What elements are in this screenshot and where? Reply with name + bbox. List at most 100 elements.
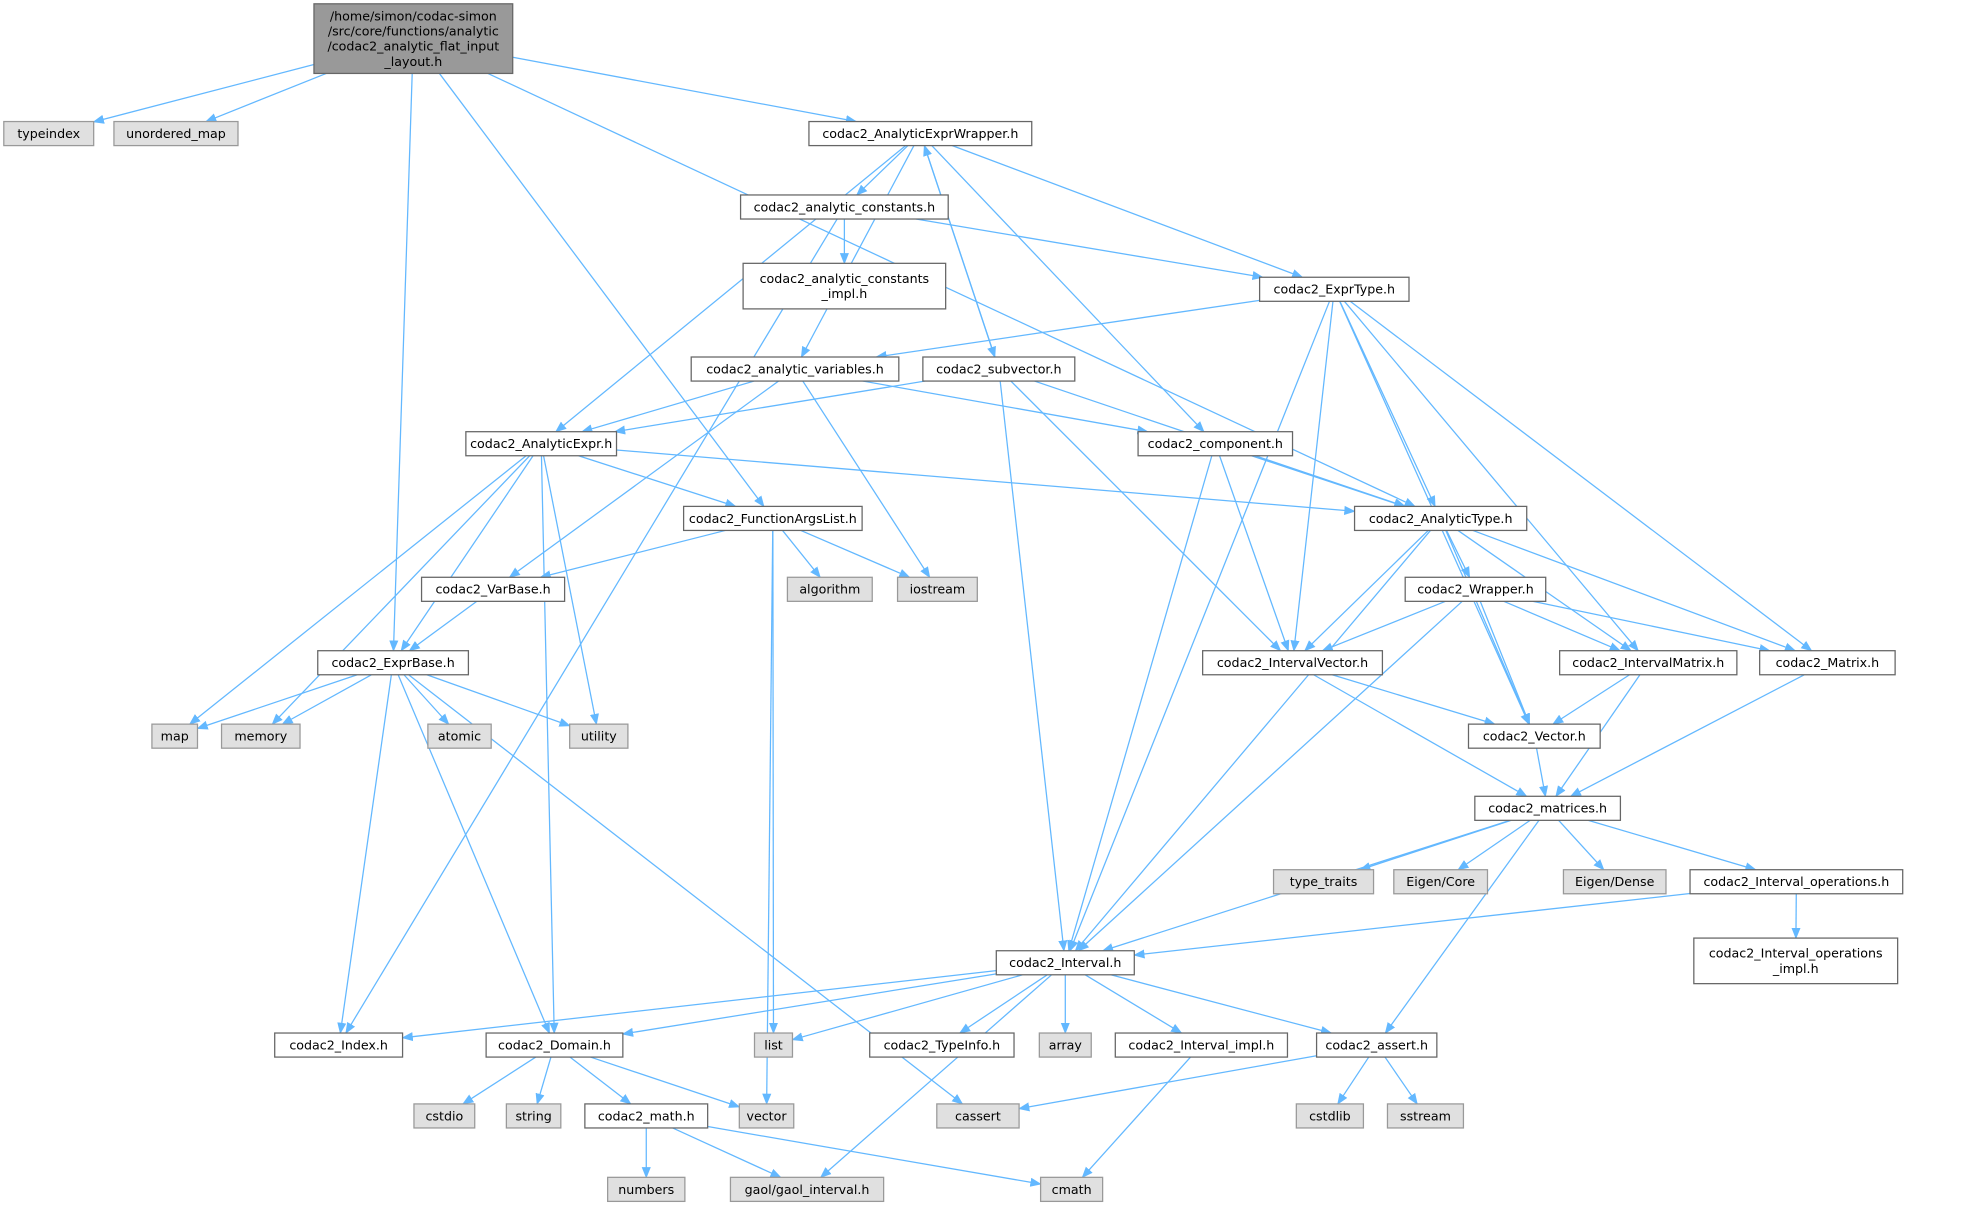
node-box	[584, 1103, 709, 1129]
node-interval_impl[interactable]: codac2_Interval_impl.h	[1114, 1032, 1289, 1058]
node-label: codac2_AnalyticType.h	[1369, 511, 1513, 526]
node-varbase[interactable]: codac2_VarBase.h	[420, 576, 566, 602]
edge-domain-to-string	[535, 1056, 552, 1106]
node-analyticexpr[interactable]: codac2_AnalyticExpr.h	[465, 431, 618, 457]
node-label: codac2_FunctionArgsList.h	[689, 511, 857, 526]
node-box	[485, 1032, 624, 1058]
node-label: codac2_IntervalVector.h	[1217, 655, 1368, 670]
edge-wrapper_expr-to-exprtype	[952, 145, 1304, 278]
edge-matrices-to-eigen_dense	[1558, 819, 1605, 871]
edge-math-to-cmath	[707, 1125, 1042, 1187]
node-label: string	[515, 1108, 551, 1123]
node-assert[interactable]: codac2_assert.h	[1315, 1032, 1438, 1058]
node-box	[427, 723, 492, 749]
node-label: codac2_TypeInfo.h	[884, 1037, 1001, 1052]
node-iops[interactable]: codac2_Interval_operations.h	[1689, 869, 1904, 895]
node-label: Eigen/Core	[1406, 874, 1475, 889]
node-box	[1759, 650, 1896, 676]
node-label: codac2_Interval_impl.h	[1128, 1037, 1274, 1052]
edge-exprtype-to-variables	[875, 299, 1260, 361]
edge-funcargs-to-vector	[762, 530, 774, 1106]
node-box	[1467, 723, 1601, 749]
node-label: utility	[581, 729, 617, 744]
node-typeinfo[interactable]: codac2_TypeInfo.h	[869, 1032, 1015, 1058]
node-box	[1386, 1103, 1465, 1129]
node-eigen_dense: Eigen/Dense	[1562, 869, 1667, 895]
node-matrices[interactable]: codac2_matrices.h	[1474, 795, 1622, 821]
edge-exprbase-to-map	[196, 674, 358, 730]
node-funcargs[interactable]: codac2_FunctionArgsList.h	[682, 505, 863, 532]
edge-exprbase-to-memory	[281, 674, 372, 725]
edge-root-to-wrapper_expr	[512, 56, 858, 125]
node-ivector[interactable]: codac2_IntervalVector.h	[1202, 650, 1384, 676]
node-label: gaol/gaol_interval.h	[745, 1182, 870, 1197]
node-box	[1272, 869, 1375, 895]
edge-matrix-to-matrices	[1569, 674, 1805, 797]
edge-wrapper-to-vector_h	[1479, 601, 1531, 726]
node-constants[interactable]: codac2_analytic_constants.h	[739, 194, 949, 220]
node-box	[682, 505, 863, 532]
edge-analytictype-to-vector_h	[1445, 530, 1530, 726]
node-box	[1393, 869, 1489, 895]
node-box	[1689, 869, 1904, 895]
node-wrapper_expr[interactable]: codac2_AnalyticExprWrapper.h	[808, 120, 1033, 147]
edge-analytictype-to-wrapper	[1445, 530, 1471, 579]
node-domain[interactable]: codac2_Domain.h	[485, 1032, 624, 1058]
node-exprtype[interactable]: codac2_ExprType.h	[1258, 276, 1410, 302]
edge-wrapper_expr-to-variables	[800, 145, 915, 359]
edge-subvector-to-ivector	[1010, 380, 1282, 652]
node-matrix[interactable]: codac2_Matrix.h	[1759, 650, 1896, 676]
edge-wrapper-to-ivector	[1321, 600, 1446, 652]
node-box	[690, 356, 900, 382]
edge-exprtype-to-interval	[1069, 301, 1331, 952]
node-wrapper[interactable]: codac2_Wrapper.h	[1404, 576, 1547, 602]
node-label: cmath	[1052, 1182, 1092, 1197]
node-label: codac2_Interval.h	[1009, 955, 1121, 970]
node-box	[896, 576, 978, 602]
node-label: _impl.h	[1772, 961, 1819, 976]
node-variables[interactable]: codac2_analytic_variables.h	[690, 356, 900, 382]
node-vector: vector	[738, 1103, 795, 1129]
edge-wrapper-to-interval	[1077, 600, 1463, 952]
node-analytictype[interactable]: codac2_AnalyticType.h	[1353, 505, 1528, 532]
node-box	[607, 1176, 686, 1203]
node-box	[995, 950, 1135, 976]
edge-subvector-to-analyticexpr	[613, 380, 926, 435]
node-constants_impl[interactable]: codac2_analytic_constants_impl.h	[742, 262, 947, 310]
node-sstream: sstream	[1386, 1103, 1465, 1129]
node-label: iostream	[910, 582, 966, 597]
node-label: codac2_Interval_operations	[1709, 946, 1883, 961]
edge-exprbase-to-atomic	[403, 674, 450, 725]
node-index[interactable]: codac2_Index.h	[274, 1032, 404, 1058]
node-box	[113, 120, 239, 147]
edge-interval-to-list	[791, 974, 1023, 1042]
node-label: /codac2_analytic_flat_input	[327, 39, 499, 54]
node-box	[1353, 505, 1528, 532]
node-eigen_core: Eigen/Core	[1393, 869, 1489, 895]
node-subvector[interactable]: codac2_subvector.h	[922, 356, 1076, 382]
node-math[interactable]: codac2_math.h	[584, 1103, 709, 1129]
node-unordered_map: unordered_map	[113, 120, 239, 147]
node-box	[1202, 650, 1384, 676]
node-root[interactable]: /home/simon/codac-simon/src/core/functio…	[313, 3, 514, 75]
edge-iops-to-interval	[1133, 892, 1691, 959]
node-interval[interactable]: codac2_Interval.h	[995, 950, 1135, 976]
node-iops_impl[interactable]: codac2_Interval_operations_impl.h	[1693, 937, 1899, 985]
node-label: codac2_AnalyticExprWrapper.h	[822, 126, 1018, 141]
node-exprbase[interactable]: codac2_ExprBase.h	[317, 650, 470, 676]
node-label: codac2_Domain.h	[498, 1037, 611, 1052]
node-label: codac2_Matrix.h	[1776, 655, 1880, 670]
node-label: cstdlib	[1309, 1108, 1351, 1123]
node-imatrix[interactable]: codac2_IntervalMatrix.h	[1559, 650, 1738, 676]
node-box	[569, 723, 629, 749]
node-label: /home/simon/codac-simon	[330, 8, 497, 23]
node-box	[1693, 937, 1899, 985]
edge-component-to-interval	[1067, 455, 1213, 952]
edge-wrapper-to-imatrix	[1503, 600, 1622, 652]
edge-analytictype-to-interval	[1074, 530, 1431, 952]
node-box	[753, 1032, 794, 1058]
edge-domain-to-math	[569, 1056, 632, 1105]
edge-interval-to-typeinfo	[958, 974, 1048, 1034]
node-vector_h[interactable]: codac2_Vector.h	[1467, 723, 1601, 749]
node-component[interactable]: codac2_component.h	[1137, 431, 1294, 457]
